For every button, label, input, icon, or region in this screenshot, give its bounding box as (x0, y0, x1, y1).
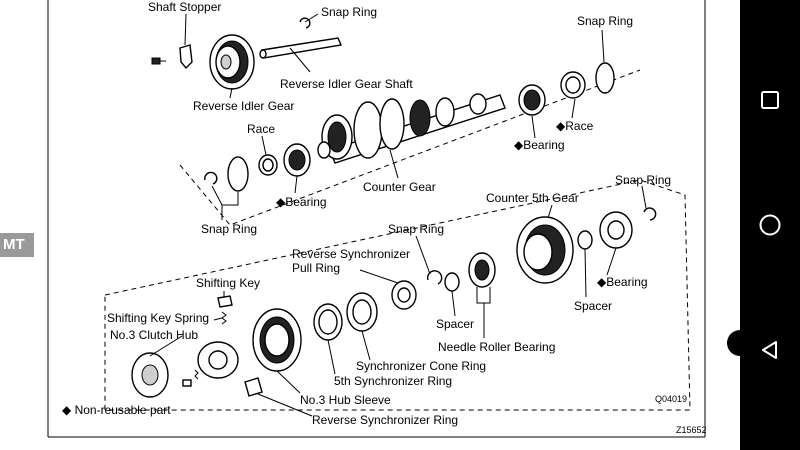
leader-lines (149, 13, 647, 417)
label-counter-5th-gear: Counter 5th Gear (486, 191, 579, 205)
label-counter-gear: Counter Gear (363, 180, 436, 194)
clutch-hub-small-part (131, 352, 199, 398)
label-reverse-idler-gear-shaft: Reverse Idler Gear Shaft (280, 77, 413, 91)
race-right-part (560, 71, 586, 99)
circle-icon (759, 214, 781, 236)
label-bearing-lower-right: ◆Bearing (597, 275, 648, 289)
label-spacer-right: Spacer (574, 299, 612, 313)
label-race-right: ◆Race (556, 119, 594, 133)
android-navigation-bar (740, 0, 800, 450)
label-snap-ring-right-top: Snap Ring (577, 14, 633, 28)
back-button[interactable] (755, 335, 785, 365)
legend-non-reusable: ◆ Non-reusable part (62, 403, 171, 417)
label-snap-ring-top: Snap Ring (321, 5, 377, 19)
label-snap-ring-center: Snap Ring (388, 222, 444, 236)
recents-button[interactable] (755, 85, 785, 115)
triangle-icon (762, 341, 777, 359)
dashed-guide-lower (104, 179, 691, 411)
label-no3-clutch-hub: No.3 Clutch Hub (110, 328, 198, 342)
label-spacer-center: Spacer (436, 317, 474, 331)
label-shifting-key-spring: Shifting Key Spring (107, 311, 209, 325)
no3-clutch-hub-part (197, 341, 239, 379)
fifth-synchronizer-ring-part (313, 303, 343, 341)
label-reverse-synchronizer-ring: Reverse Synchronizer Ring (312, 413, 458, 427)
exploded-parts-diagram: Shaft Stopper Snap Ring Reverse Idler Ge… (47, 0, 707, 438)
label-pull-ring: Pull Ring (292, 261, 340, 275)
race-mid-part (258, 154, 278, 176)
spacer-center-part (444, 272, 460, 292)
bearing-mid-part (283, 143, 311, 177)
counter-gear-part (317, 93, 506, 164)
snap-ring-left-part (204, 156, 249, 192)
bolt-part (151, 57, 166, 65)
manual-page: Shaft Stopper Snap Ring Reverse Idler Ge… (0, 0, 740, 450)
shaft-stopper-part (179, 44, 193, 70)
reverse-synchronizer-ring-part (244, 377, 263, 397)
home-button[interactable] (755, 210, 785, 240)
label-reverse-idler-gear: Reverse Idler Gear (193, 99, 294, 113)
label-fifth-synchronizer-ring: 5th Synchronizer Ring (334, 374, 452, 388)
no3-hub-sleeve-part (252, 308, 302, 372)
counter-5th-gear-part (516, 216, 574, 284)
label-shifting-key: Shifting Key (196, 276, 260, 290)
synchronizer-cone-ring-part (346, 292, 378, 332)
needle-roller-bearing-part (468, 252, 496, 288)
reference-code: Z15652 (676, 425, 707, 435)
label-synchronizer-cone-ring: Synchronizer Cone Ring (356, 359, 486, 373)
reverse-idler-gear-shaft-part (259, 37, 342, 59)
label-reverse-synchronizer: Reverse Synchronizer (292, 247, 410, 261)
label-no3-hub-sleeve: No.3 Hub Sleeve (300, 393, 391, 407)
label-needle-roller-bearing: Needle Roller Bearing (438, 340, 555, 354)
bearing-lower-right-part (599, 211, 633, 249)
bearing-right-part (518, 84, 546, 116)
label-bearing-mid: ◆Bearing (276, 195, 327, 209)
side-section-tab: MT (0, 233, 34, 257)
shifting-key-part (217, 295, 233, 308)
dashed-guide-upper (179, 69, 641, 226)
label-race-mid: Race (247, 122, 275, 136)
label-snap-ring-left: Snap Ring (201, 222, 257, 236)
reverse-idler-gear-part (209, 34, 255, 90)
spacer-right-part (577, 230, 593, 250)
label-shaft-stopper: Shaft Stopper (148, 0, 221, 14)
snap-ring-right-top-part (595, 62, 615, 94)
figure-code: Q04019 (655, 394, 687, 404)
shifting-key-spring-part (221, 311, 227, 325)
label-snap-ring-far-right: Snap Ring (615, 173, 671, 187)
reverse-synchronizer-pull-ring-part (391, 280, 417, 310)
label-bearing-right: ◆Bearing (514, 138, 565, 152)
square-icon (761, 91, 779, 109)
snap-ring-center-part (426, 270, 443, 285)
snap-ring-far-right-part (643, 207, 657, 221)
edge-handle[interactable] (727, 330, 753, 356)
